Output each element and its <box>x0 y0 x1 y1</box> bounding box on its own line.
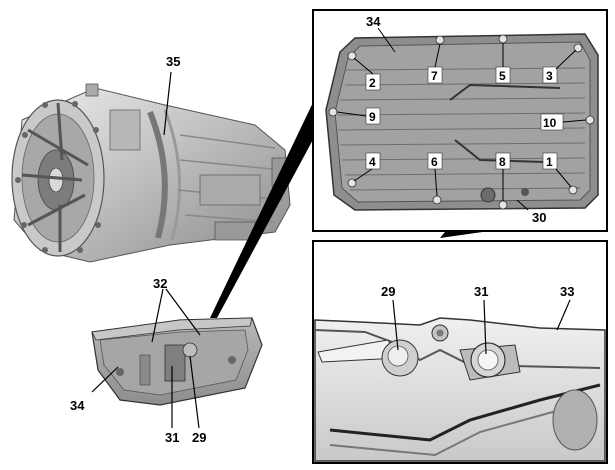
zoom-wedge-top <box>210 92 330 318</box>
oil-pan-illustration <box>91 317 263 406</box>
callout-30: 30 <box>532 210 546 225</box>
callout-31-detail: 31 <box>474 284 488 299</box>
callout-bolt-9: 9 <box>369 110 376 124</box>
callout-29-detail: 29 <box>381 284 395 299</box>
callout-bolt-3: 3 <box>546 69 553 83</box>
callout-32: 32 <box>153 276 167 291</box>
callout-bolt-7: 7 <box>431 69 438 83</box>
callout-bolt-5: 5 <box>499 69 506 83</box>
detail-box-bottom: 29 31 33 <box>312 240 608 464</box>
callout-bolt-10: 10 <box>543 116 557 130</box>
leader-29-small <box>189 355 200 429</box>
callout-bolt-2: 2 <box>369 76 376 90</box>
leader-34-small <box>91 366 119 393</box>
callout-bolt-8: 8 <box>499 155 506 169</box>
callout-35: 35 <box>166 54 180 69</box>
leader-32-a <box>151 288 164 343</box>
callout-33: 33 <box>560 284 574 299</box>
detail-box-top: 2 7 5 3 9 10 4 6 8 1 34 30 <box>312 9 608 232</box>
callout-31-small: 31 <box>165 430 179 445</box>
callout-bolt-4: 4 <box>369 155 376 169</box>
callout-bolt-6: 6 <box>431 155 438 169</box>
callout-29-small: 29 <box>192 430 206 445</box>
callout-34-detail: 34 <box>366 14 381 29</box>
leader-35 <box>163 71 172 136</box>
leader-32-b <box>165 288 201 336</box>
callout-bolt-1: 1 <box>546 155 553 169</box>
callout-34-small: 34 <box>70 398 85 413</box>
transmission-illustration <box>11 83 291 263</box>
